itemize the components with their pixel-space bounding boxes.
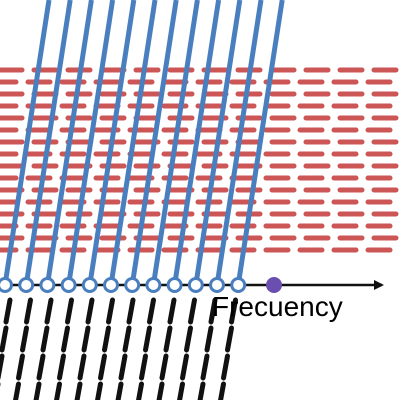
black-dash — [143, 325, 152, 353]
blue-open-circle — [209, 277, 225, 293]
blue-open-circle — [124, 277, 141, 293]
black-dash — [54, 381, 62, 400]
purple-marker-dot — [266, 277, 282, 293]
black-dash — [57, 353, 66, 381]
blue-diagonal-line — [214, 0, 264, 286]
black-dash — [115, 381, 124, 400]
blue-diagonal-line — [66, 0, 116, 286]
black-dash — [65, 297, 74, 325]
black-dash — [147, 297, 156, 325]
black-dash — [204, 325, 214, 353]
blue-diagonal-line — [193, 0, 243, 286]
black-dash — [0, 325, 9, 353]
blue-open-circle — [81, 277, 98, 293]
black-dashed-lines — [0, 297, 238, 400]
blue-diagonal-line — [150, 0, 200, 286]
black-dash — [36, 353, 46, 381]
black-dash — [229, 297, 238, 325]
black-dash — [102, 325, 111, 353]
blue-open-circle — [187, 277, 204, 293]
black-dash — [136, 381, 144, 400]
black-dash — [33, 381, 42, 400]
black-dash — [40, 325, 50, 353]
blue-open-circles — [0, 277, 247, 293]
black-dash — [122, 325, 132, 353]
blue-open-circle — [0, 277, 13, 293]
blue-open-circle — [18, 277, 35, 293]
black-dash — [200, 353, 210, 381]
black-dash — [126, 297, 136, 325]
black-dash — [98, 353, 107, 381]
blue-open-circle — [166, 277, 183, 293]
black-dash — [3, 297, 13, 325]
black-dash — [225, 325, 234, 353]
black-dash — [24, 297, 33, 325]
black-dash — [118, 353, 128, 381]
blue-diagonal-line — [87, 0, 137, 286]
black-dash — [197, 381, 206, 400]
blue-diagonal-line — [2, 0, 52, 286]
blue-open-circle — [103, 277, 119, 293]
black-dash — [180, 353, 189, 381]
black-dash — [85, 297, 95, 325]
blue-open-circle — [60, 277, 77, 293]
black-dash — [139, 353, 148, 381]
black-dash — [13, 381, 21, 400]
black-dash — [16, 353, 25, 381]
blue-diagonal-line — [235, 0, 285, 286]
blue-diagonal-line — [23, 0, 73, 286]
black-dash — [208, 297, 218, 325]
blue-open-circle — [39, 277, 56, 293]
black-dash — [163, 325, 173, 353]
blue-diagonal-line — [108, 0, 158, 286]
blue-diagonal-line — [44, 0, 94, 286]
red-dashed-lines — [0, 67, 400, 253]
black-dash — [74, 381, 83, 400]
black-dash — [156, 381, 165, 400]
black-dash — [184, 325, 193, 353]
black-dash — [159, 353, 169, 381]
black-dash — [77, 353, 87, 381]
black-dash — [95, 381, 103, 400]
black-dash — [177, 381, 185, 400]
black-dash — [61, 325, 70, 353]
blue-open-circle — [145, 277, 162, 293]
blue-open-circle — [230, 277, 247, 293]
black-dash — [188, 297, 197, 325]
black-dash — [81, 325, 91, 353]
black-dash — [167, 297, 177, 325]
black-dash — [218, 381, 226, 400]
black-dash — [0, 353, 5, 380]
blue-diagonal-line — [172, 0, 222, 286]
frequency-axis-label: Frecuency — [212, 291, 343, 322]
black-dash — [221, 353, 230, 381]
black-dash — [44, 297, 54, 325]
blue-diagonal-line — [129, 0, 179, 286]
blue-diagonal-lines — [2, 0, 285, 286]
black-dash — [106, 297, 115, 325]
black-dash — [20, 325, 29, 353]
